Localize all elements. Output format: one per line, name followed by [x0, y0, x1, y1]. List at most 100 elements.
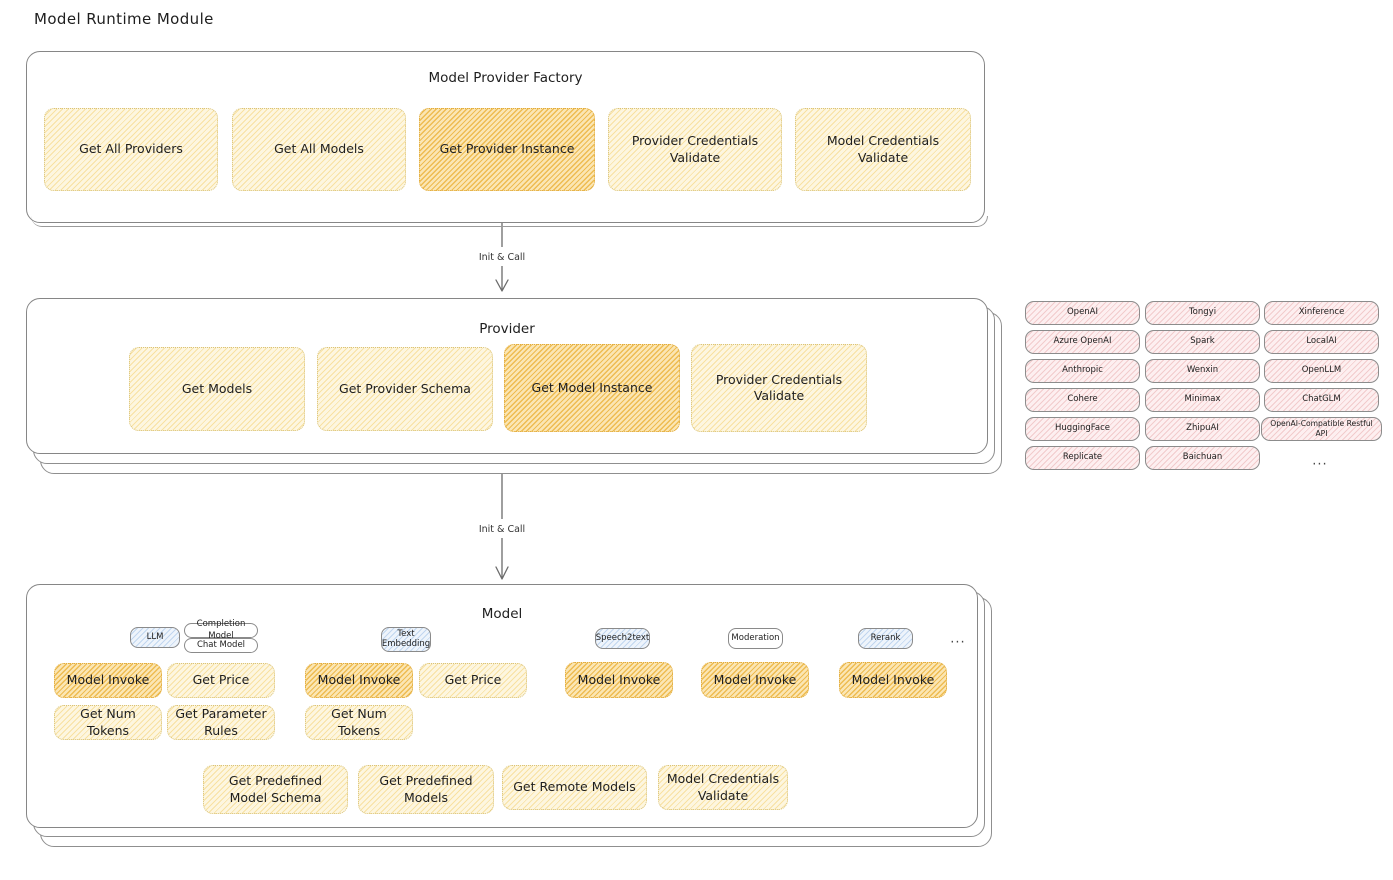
badge-label: Chat Model: [196, 639, 246, 650]
chip-label: LocalAI: [1306, 336, 1337, 347]
node-label: Get Provider Schema: [339, 380, 471, 396]
chip-label: Tongyi: [1188, 307, 1217, 318]
badge-label: Text Embedding: [381, 628, 431, 649]
node-label: Model Credentials Validate: [666, 771, 780, 803]
node-label: Get Parameter Rules: [175, 706, 267, 738]
node-label: Get Price: [444, 672, 502, 688]
node-label: Get Models: [181, 380, 253, 396]
provider-chip-localai[interactable]: LocalAI: [1264, 330, 1379, 354]
provider-title: Provider: [479, 321, 535, 337]
node-label: Get Predefined Models: [379, 773, 473, 805]
chip-label: Anthropic: [1062, 365, 1103, 376]
chip-label: HuggingFace: [1055, 423, 1110, 434]
provider-list-ellipsis: ...: [1312, 453, 1328, 469]
model-llm-method-get-price[interactable]: Get Price: [167, 663, 275, 698]
chip-label: Wenxin: [1186, 365, 1219, 376]
provider-chip-cohere[interactable]: Cohere: [1025, 388, 1140, 412]
model-groups-ellipsis: ...: [950, 631, 966, 647]
arrow-label-init-call-1: Init & Call: [475, 252, 529, 263]
node-label: Model Invoke: [713, 671, 797, 687]
page-title: Model Runtime Module: [34, 10, 214, 28]
chip-label: Spark: [1190, 336, 1215, 347]
node-label: Model Credentials Validate: [826, 133, 940, 165]
badge-label: Completion Model: [196, 619, 246, 641]
node-label: Provider Credentials Validate: [715, 371, 843, 404]
model-rerank-method-model-invoke[interactable]: Model Invoke: [839, 662, 947, 698]
badge-label: Moderation: [731, 632, 780, 643]
node-label: Get Num Tokens: [80, 706, 136, 738]
provider-chip-anthropic[interactable]: Anthropic: [1025, 359, 1140, 383]
model-moderation-method-model-invoke[interactable]: Model Invoke: [701, 662, 809, 698]
provider-chip-tongyi[interactable]: Tongyi: [1145, 301, 1260, 325]
chip-label: Replicate: [1062, 452, 1103, 463]
factory-node-get-provider-instance[interactable]: Get Provider Instance: [419, 108, 595, 191]
model-badge-text-embedding[interactable]: Text Embedding: [381, 627, 431, 652]
node-label: Model Invoke: [577, 671, 661, 687]
provider-chip-azure-openai[interactable]: Azure OpenAI: [1025, 330, 1140, 354]
provider-chip-baichuan[interactable]: Baichuan: [1145, 446, 1260, 470]
chip-label: OpenAI-Compatible Restful API: [1270, 418, 1373, 438]
chip-label: Baichuan: [1182, 452, 1223, 463]
model-subbadge-chat-model[interactable]: Chat Model: [184, 638, 258, 653]
model-subbadge-completion-model[interactable]: Completion Model: [184, 619, 258, 641]
model-badge-speech2text[interactable]: Speech2text: [595, 628, 650, 649]
node-label: Provider Credentials Validate: [631, 133, 759, 165]
factory-node-model-credentials-validate[interactable]: Model Credentials Validate: [795, 108, 971, 191]
provider-chip-replicate[interactable]: Replicate: [1025, 446, 1140, 470]
badge-label: LLM: [146, 631, 164, 642]
factory-node-get-all-providers[interactable]: Get All Providers: [44, 108, 218, 191]
node-label: Get Provider Instance: [439, 141, 575, 157]
provider-chip-spark[interactable]: Spark: [1145, 330, 1260, 354]
model-text-embedding-method-get-num-tokens[interactable]: Get Num Tokens: [305, 705, 413, 740]
chip-label: ZhipuAI: [1186, 423, 1219, 434]
chip-label: ChatGLM: [1302, 394, 1341, 405]
model-speech2text-method-model-invoke[interactable]: Model Invoke: [565, 662, 673, 698]
provider-chip-chatglm[interactable]: ChatGLM: [1264, 388, 1379, 412]
chip-label: Minimax: [1184, 394, 1221, 405]
badge-label: Rerank: [870, 632, 901, 643]
chip-label: Xinference: [1298, 307, 1345, 318]
provider-chip-minimax[interactable]: Minimax: [1145, 388, 1260, 412]
chip-label: Cohere: [1067, 394, 1098, 405]
badge-label: Speech2text: [595, 632, 650, 643]
provider-node-get-provider-schema[interactable]: Get Provider Schema: [317, 347, 493, 431]
node-label: Model Invoke: [66, 672, 150, 688]
provider-node-get-models[interactable]: Get Models: [129, 347, 305, 431]
provider-chip-openai-compatible-restful-api[interactable]: OpenAI-Compatible Restful API: [1261, 417, 1382, 441]
node-label: Get Predefined Model Schema: [228, 773, 323, 805]
model-common-get-predefined-models[interactable]: Get Predefined Models: [358, 765, 494, 814]
provider-chip-openllm[interactable]: OpenLLM: [1264, 359, 1379, 383]
model-common-get-predefined-model-schema[interactable]: Get Predefined Model Schema: [203, 765, 348, 814]
provider-chip-zhipuai[interactable]: ZhipuAI: [1145, 417, 1260, 441]
model-llm-method-get-parameter-rules[interactable]: Get Parameter Rules: [167, 705, 275, 740]
node-label: Get Num Tokens: [331, 706, 387, 738]
provider-node-get-model-instance[interactable]: Get Model Instance: [504, 344, 680, 432]
model-badge-rerank[interactable]: Rerank: [858, 628, 913, 649]
model-title: Model: [481, 606, 523, 622]
model-common-model-credentials-validate[interactable]: Model Credentials Validate: [658, 765, 788, 810]
factory-node-provider-credentials-validate[interactable]: Provider Credentials Validate: [608, 108, 782, 191]
model-badge-llm[interactable]: LLM: [130, 627, 180, 648]
chip-label: OpenAI: [1066, 307, 1099, 318]
node-label: Get Price: [192, 672, 250, 688]
provider-chip-huggingface[interactable]: HuggingFace: [1025, 417, 1140, 441]
chip-label: OpenLLM: [1301, 365, 1342, 376]
factory-node-get-all-models[interactable]: Get All Models: [232, 108, 406, 191]
model-llm-method-model-invoke[interactable]: Model Invoke: [54, 663, 162, 698]
chip-label: Azure OpenAI: [1053, 336, 1112, 347]
node-label: Get Model Instance: [531, 379, 653, 395]
model-badge-moderation[interactable]: Moderation: [728, 628, 783, 649]
node-label: Get All Models: [274, 141, 364, 157]
model-text-embedding-method-model-invoke[interactable]: Model Invoke: [305, 663, 413, 698]
model-text-embedding-method-get-price[interactable]: Get Price: [419, 663, 527, 698]
model-llm-method-get-num-tokens[interactable]: Get Num Tokens: [54, 705, 162, 740]
provider-chip-xinference[interactable]: Xinference: [1264, 301, 1379, 325]
arrow-label-init-call-2: Init & Call: [475, 524, 529, 535]
node-label: Get All Providers: [79, 141, 183, 157]
model-common-get-remote-models[interactable]: Get Remote Models: [502, 765, 647, 810]
provider-node-provider-credentials-validate[interactable]: Provider Credentials Validate: [691, 344, 867, 432]
provider-chip-openai[interactable]: OpenAI: [1025, 301, 1140, 325]
node-label: Model Invoke: [317, 672, 401, 688]
provider-chip-wenxin[interactable]: Wenxin: [1145, 359, 1260, 383]
